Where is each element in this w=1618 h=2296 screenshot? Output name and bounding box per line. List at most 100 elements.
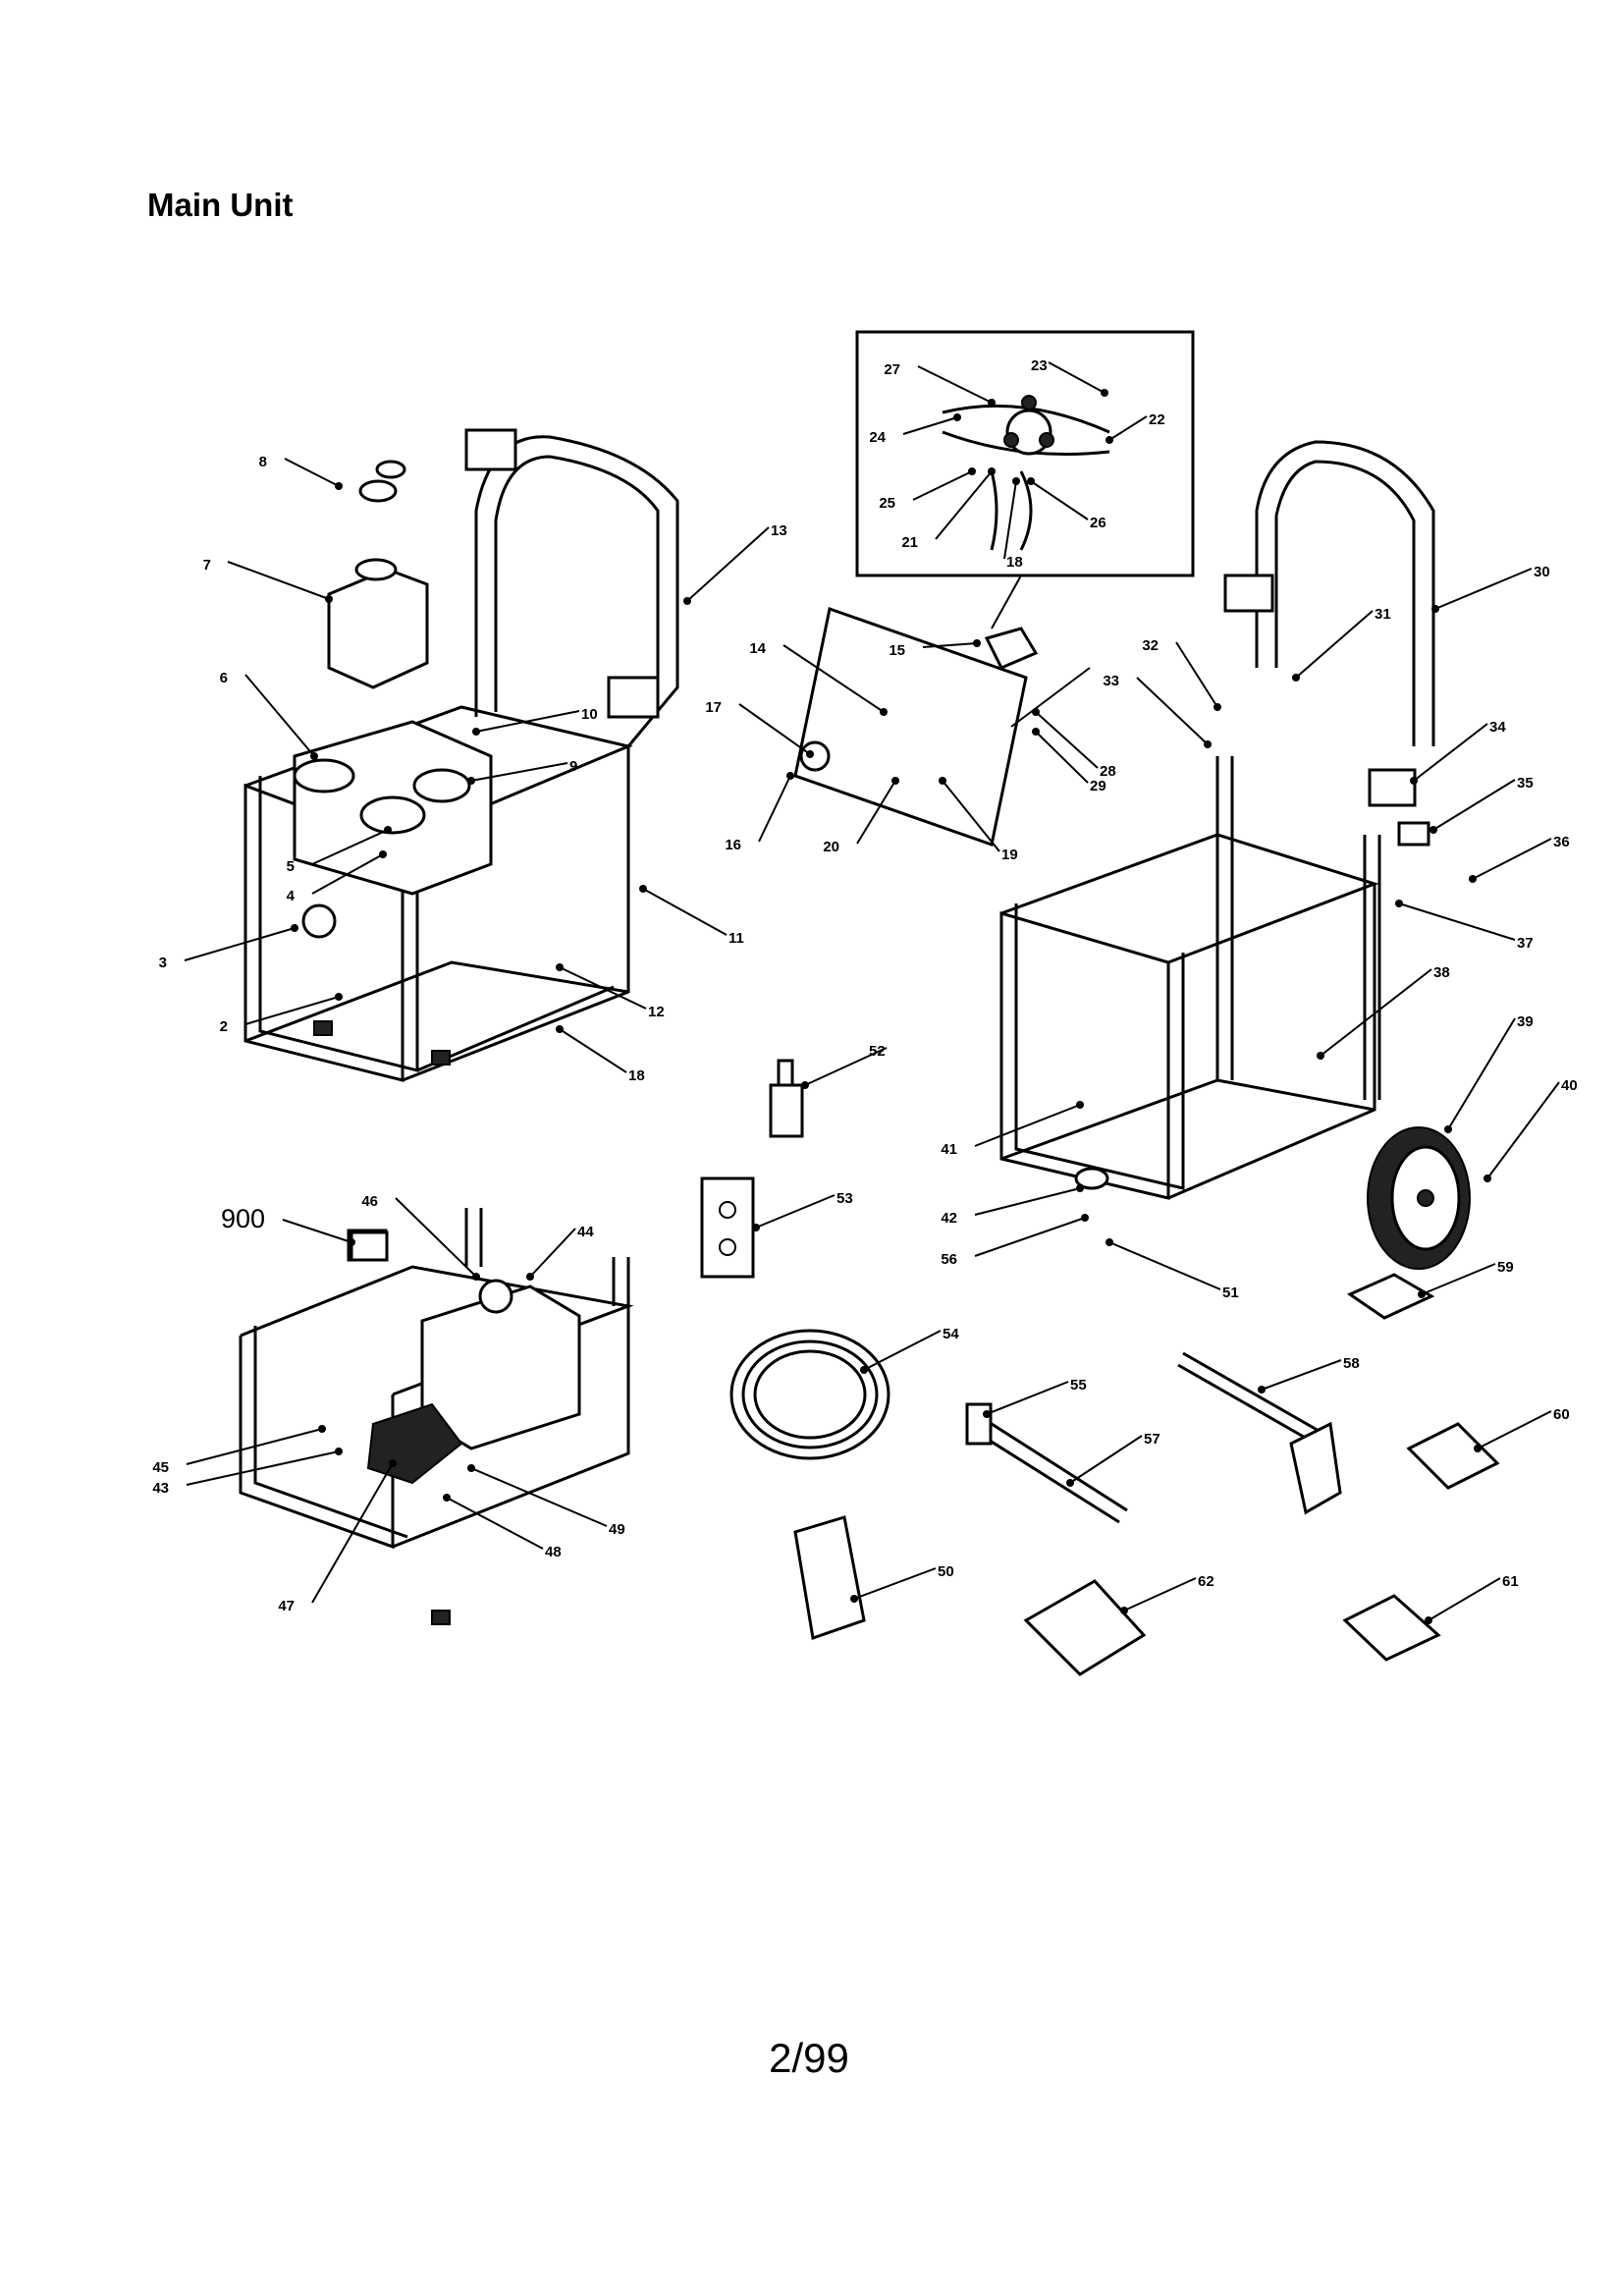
callout-leader-line <box>1030 480 1089 520</box>
callout-leader-line <box>1123 1577 1197 1612</box>
callout-dot <box>556 963 564 971</box>
callout-dot <box>880 708 888 716</box>
callout-leader-line <box>186 1428 323 1465</box>
callout-label: 18 <box>1006 554 1023 571</box>
callout-dot <box>348 1238 355 1246</box>
callout-dot <box>443 1494 451 1502</box>
callout-dot <box>1012 477 1020 485</box>
callout-leader-line <box>974 1187 1081 1216</box>
callout-dot <box>801 1081 809 1089</box>
callout-dot <box>1214 703 1221 711</box>
page-title: Main Unit <box>147 187 294 223</box>
callout-dot <box>988 467 996 475</box>
callout-dot <box>786 772 794 780</box>
callout-label: 25 <box>879 495 895 512</box>
callout-dot <box>1204 740 1212 748</box>
callout-label: 35 <box>1517 775 1534 792</box>
callout-label: 61 <box>1502 1573 1519 1590</box>
callout-leader-line <box>1434 568 1533 610</box>
callout-dot <box>467 777 475 785</box>
callout-leader-line <box>986 1381 1069 1415</box>
callout-leader-line <box>755 1194 836 1229</box>
callout-dot <box>1106 436 1113 444</box>
callout-leader-line <box>1261 1359 1342 1391</box>
callout-label: 9 <box>569 758 577 775</box>
callout-label: 20 <box>823 839 839 855</box>
callout-label: 54 <box>943 1326 959 1342</box>
callout-leader-line <box>559 966 647 1010</box>
callout-leader-line <box>782 644 885 713</box>
callout-dot <box>335 482 343 490</box>
frame-assembly-left <box>243 428 679 1082</box>
callout-dot <box>1292 674 1300 682</box>
callout-label: 29 <box>1090 778 1106 794</box>
engine-pump-assembly <box>239 1208 634 1625</box>
callout-dot <box>1258 1386 1266 1394</box>
callout-label: 39 <box>1517 1013 1534 1030</box>
callout-leader-line <box>244 996 340 1025</box>
callout-label: 55 <box>1070 1377 1087 1394</box>
callout-leader-line <box>1486 1081 1560 1179</box>
callout-dot <box>1410 777 1418 785</box>
callout-leader-line <box>1108 415 1148 441</box>
callout-dot <box>379 850 387 858</box>
callout-dot <box>384 826 392 834</box>
callout-dot <box>335 1448 343 1455</box>
callout-leader-line <box>1413 723 1488 782</box>
callout-label: 51 <box>1222 1285 1239 1301</box>
callout-label: 47 <box>278 1598 295 1614</box>
callout-label: 900 <box>221 1204 265 1233</box>
callout-label: 7 <box>203 557 211 574</box>
callout-label: 33 <box>1103 673 1119 689</box>
callout-leader-line <box>942 780 1000 852</box>
callout-leader-line <box>1472 838 1552 880</box>
callout-label: 60 <box>1553 1406 1570 1423</box>
callout-dot <box>1101 389 1108 397</box>
callout-leader-line <box>1048 361 1106 394</box>
callout-leader-line <box>282 1219 352 1243</box>
callout-leader-line <box>244 674 315 757</box>
callout-dot <box>1483 1175 1491 1182</box>
callout-label: 2 <box>220 1018 228 1035</box>
callout-label: 53 <box>836 1190 853 1207</box>
callout-label: 6 <box>220 670 228 686</box>
callout-label: 42 <box>941 1210 957 1227</box>
callout-dot <box>973 639 981 647</box>
callout-label: 31 <box>1375 606 1391 623</box>
callout-label: 19 <box>1001 847 1018 863</box>
callout-label: 40 <box>1561 1077 1578 1094</box>
callout-label: 18 <box>628 1067 645 1084</box>
callout-label: 5 <box>287 858 295 875</box>
callout-dot <box>1425 1616 1432 1624</box>
callout-dot <box>1429 826 1437 834</box>
callout-label: 22 <box>1149 411 1165 428</box>
callout-label: 24 <box>869 429 886 446</box>
callout-leader-line <box>1447 1017 1516 1130</box>
callout-label: 52 <box>869 1043 886 1060</box>
callout-label: 28 <box>1100 763 1116 780</box>
page-number: 2/99 <box>769 2035 849 2081</box>
callout-leader-line <box>853 1567 937 1600</box>
callout-leader-line <box>1432 779 1516 831</box>
callout-dot <box>1076 1101 1084 1109</box>
callout-dot <box>291 924 298 932</box>
callout-leader-line <box>902 416 958 435</box>
callout-leader-line <box>559 1028 627 1073</box>
callout-label: 48 <box>545 1544 562 1560</box>
callout-label: 34 <box>1489 719 1506 736</box>
callout-leader-line <box>935 470 993 540</box>
callout-dot <box>325 595 333 603</box>
callout-dot <box>472 728 480 736</box>
callout-label: 46 <box>361 1193 378 1210</box>
callout-leader-line <box>470 1467 608 1527</box>
callout-label: 36 <box>1553 834 1570 850</box>
callout-label: 15 <box>889 642 905 659</box>
callout-dot <box>639 885 647 893</box>
callout-dot <box>389 1459 397 1467</box>
callout-leader-line <box>1136 677 1209 745</box>
callout-label: 44 <box>577 1224 594 1240</box>
callout-leader-line <box>917 365 993 404</box>
valve-detail-inset <box>855 330 1195 629</box>
callout-label: 30 <box>1534 564 1550 580</box>
